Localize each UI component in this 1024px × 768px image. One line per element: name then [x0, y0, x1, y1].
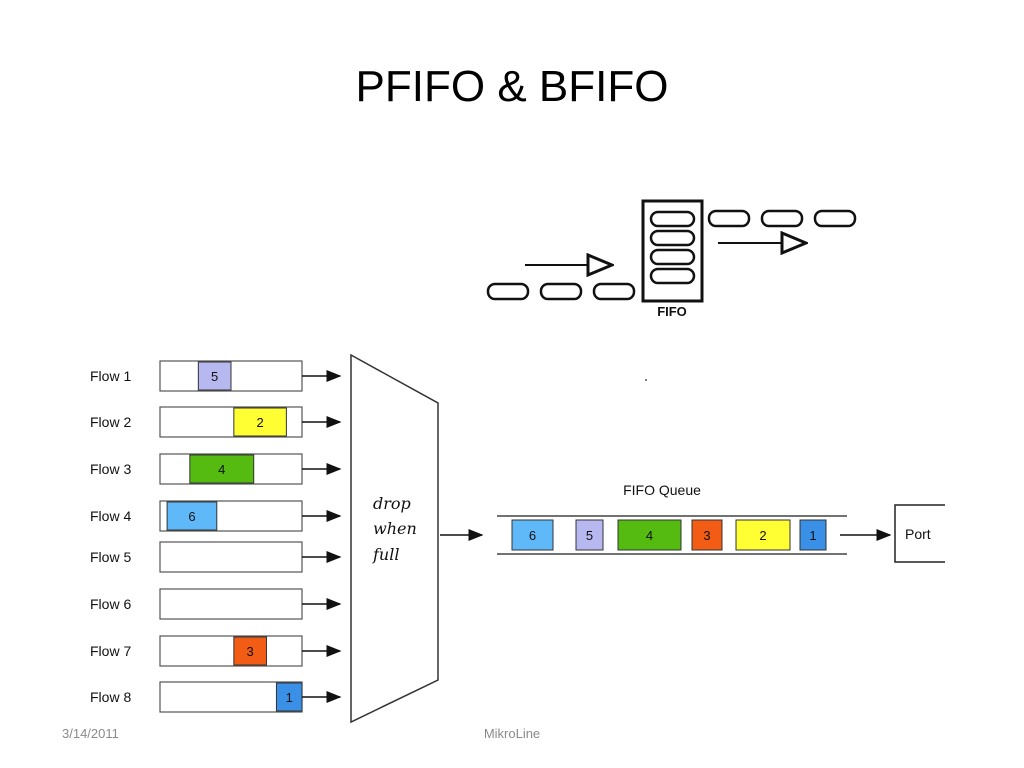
flow-buffer: [159, 588, 303, 620]
flow-buffer: [159, 541, 303, 573]
queue-packet: [511, 519, 554, 551]
flow-packet: [275, 682, 303, 712]
flow-packet-label: 1: [286, 690, 293, 705]
queue-packet: [735, 519, 791, 551]
flow-packet: [233, 636, 267, 666]
flow-row: Flow 2 2: [90, 406, 342, 438]
flow-label: Flow 2: [90, 414, 131, 430]
flow-buffer: [159, 635, 303, 667]
fifo-icon-group: FIFO: [486, 199, 857, 319]
flow-packet: [166, 501, 218, 531]
stray-dot: [645, 379, 647, 381]
flow-label: Flow 6: [90, 596, 131, 612]
footer-date: 3/14/2011: [62, 726, 119, 741]
queue-packet-label: 2: [759, 528, 766, 543]
port-box: [894, 504, 945, 563]
flow-label: Flow 3: [90, 461, 131, 477]
fifo-packet-stored: [649, 248, 696, 266]
fifo-packet-incoming: [539, 282, 583, 301]
slide-title: PFIFO & BFIFO: [355, 62, 669, 111]
fifo-packet-incoming: [592, 282, 636, 301]
flow-row: Flow 8 1: [90, 681, 342, 713]
flow-row: Flow 1 5: [90, 360, 342, 392]
drop-text-line-1: drop: [373, 494, 411, 513]
fifo-stored-packets: [649, 210, 696, 285]
queue-packet: [691, 519, 723, 551]
flow-label: Flow 5: [90, 549, 131, 565]
queue-packet: [799, 519, 827, 551]
flow-packet-label: 4: [218, 462, 225, 477]
queue-packet-label: 4: [646, 528, 653, 543]
flow-packet-label: 6: [188, 509, 195, 524]
flow-label: Flow 1: [90, 368, 131, 384]
drop-classifier: [350, 353, 439, 724]
flow-packet-label: 2: [256, 415, 263, 430]
port-label: Port: [905, 526, 931, 542]
fifo-packet-outgoing: [760, 209, 804, 228]
fifo-packet-outgoing: [813, 209, 857, 228]
queue-packets: 6 5 4 3 2 1: [511, 519, 827, 551]
flow-packet-label: 3: [247, 644, 254, 659]
queue-packet-label: 6: [529, 528, 536, 543]
flow-packet: [233, 407, 287, 437]
fifo-packet-stored: [649, 229, 696, 247]
fifo-packet-stored: [649, 267, 696, 285]
fifo-packet-stored: [649, 210, 696, 228]
queue-packet-label: 5: [586, 528, 593, 543]
queue-packet-label: 3: [703, 528, 710, 543]
fifo-incoming-packets: [486, 282, 636, 301]
queue-packet: [617, 519, 682, 551]
drop-text-line-3: full: [372, 545, 399, 564]
flow-row: Flow 6: [90, 588, 342, 620]
fifo-packet-incoming: [486, 282, 530, 301]
queue-packet: [575, 519, 604, 551]
fifo-outgoing-packets: [707, 209, 857, 228]
footer-company: MikroLine: [483, 726, 541, 741]
flow-label: Flow 7: [90, 643, 131, 659]
fifo-packet-outgoing: [707, 209, 751, 228]
flow-row: Flow 3 4: [90, 453, 342, 485]
flow-packet-label: 5: [211, 369, 218, 384]
fifo-queue-title: FIFO Queue: [623, 482, 701, 498]
flow-packet: [197, 361, 232, 391]
flow-row: Flow 5: [90, 541, 342, 573]
flow-label: Flow 8: [90, 689, 131, 705]
flow-packet: [189, 454, 255, 484]
drop-text-line-2: when: [373, 519, 417, 538]
flow-row: Flow 4 6: [90, 500, 342, 532]
queue-packet-label: 1: [809, 528, 816, 543]
flow-label: Flow 4: [90, 508, 131, 524]
flow-row: Flow 7 3: [90, 635, 342, 667]
fifo-label: FIFO: [657, 304, 687, 319]
